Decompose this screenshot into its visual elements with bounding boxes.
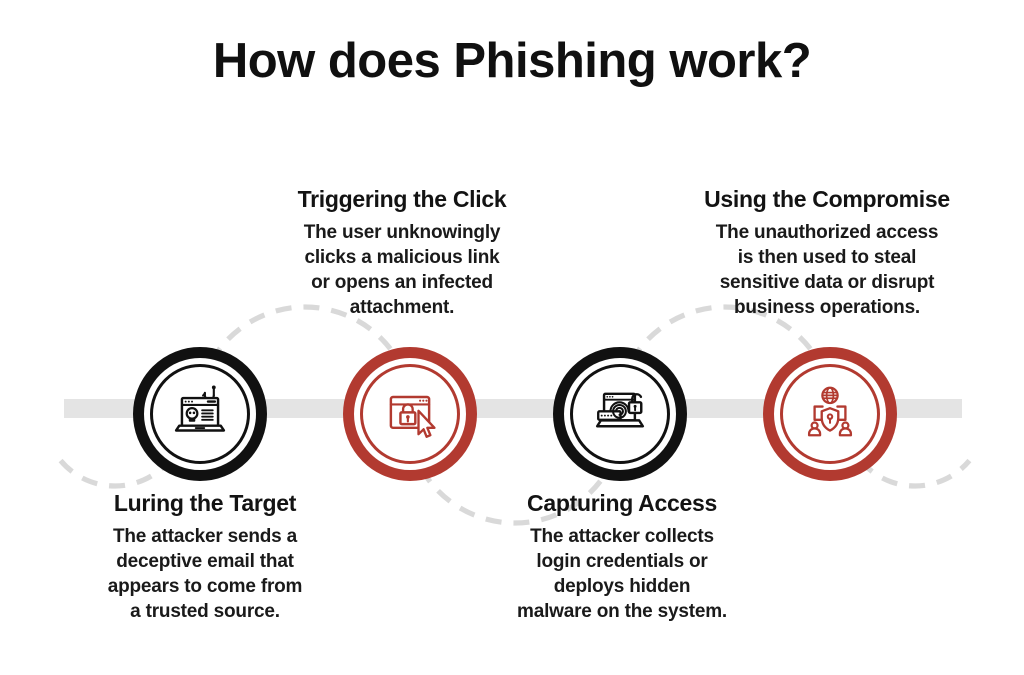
step-circle-4 <box>763 347 897 481</box>
step-heading: Using the Compromise <box>704 186 950 212</box>
step-text-using-the-compromise: Using the Compromise The unauthorized ac… <box>677 186 977 320</box>
laptop-fingerprint-password-unlock-icon <box>595 392 645 428</box>
step-circle-1 <box>133 347 267 481</box>
step-description: The unauthorized access is then used to … <box>715 222 939 318</box>
timeline-band <box>64 399 962 418</box>
browser-padlock-cursor-click-icon <box>389 395 436 438</box>
step-heading: Triggering the Click <box>297 186 507 212</box>
step-heading: Capturing Access <box>527 490 717 516</box>
step-heading: Luring the Target <box>113 490 297 516</box>
step-description: The attacker sends a deceptive email tha… <box>107 526 303 622</box>
step-text-triggering-the-click: Triggering the Click The user unknowingl… <box>267 186 537 320</box>
step-text-capturing-access: Capturing Access The attacker collects l… <box>487 490 757 624</box>
step-description: The user unknowingly clicks a malicious … <box>303 222 501 318</box>
globe-shield-users-network-icon <box>807 386 853 437</box>
page-title: How does Phishing work? <box>212 34 812 88</box>
step-description: The attacker collects login credentials … <box>517 526 727 622</box>
step-circle-3 <box>553 347 687 481</box>
dashed-connector-arc <box>858 458 972 489</box>
laptop-skull-phishing-hook-icon <box>174 385 226 432</box>
step-text-luring-the-target: Luring the Target The attacker sends a d… <box>75 490 335 624</box>
step-circle-2 <box>343 347 477 481</box>
dashed-connector-arc <box>58 458 172 489</box>
